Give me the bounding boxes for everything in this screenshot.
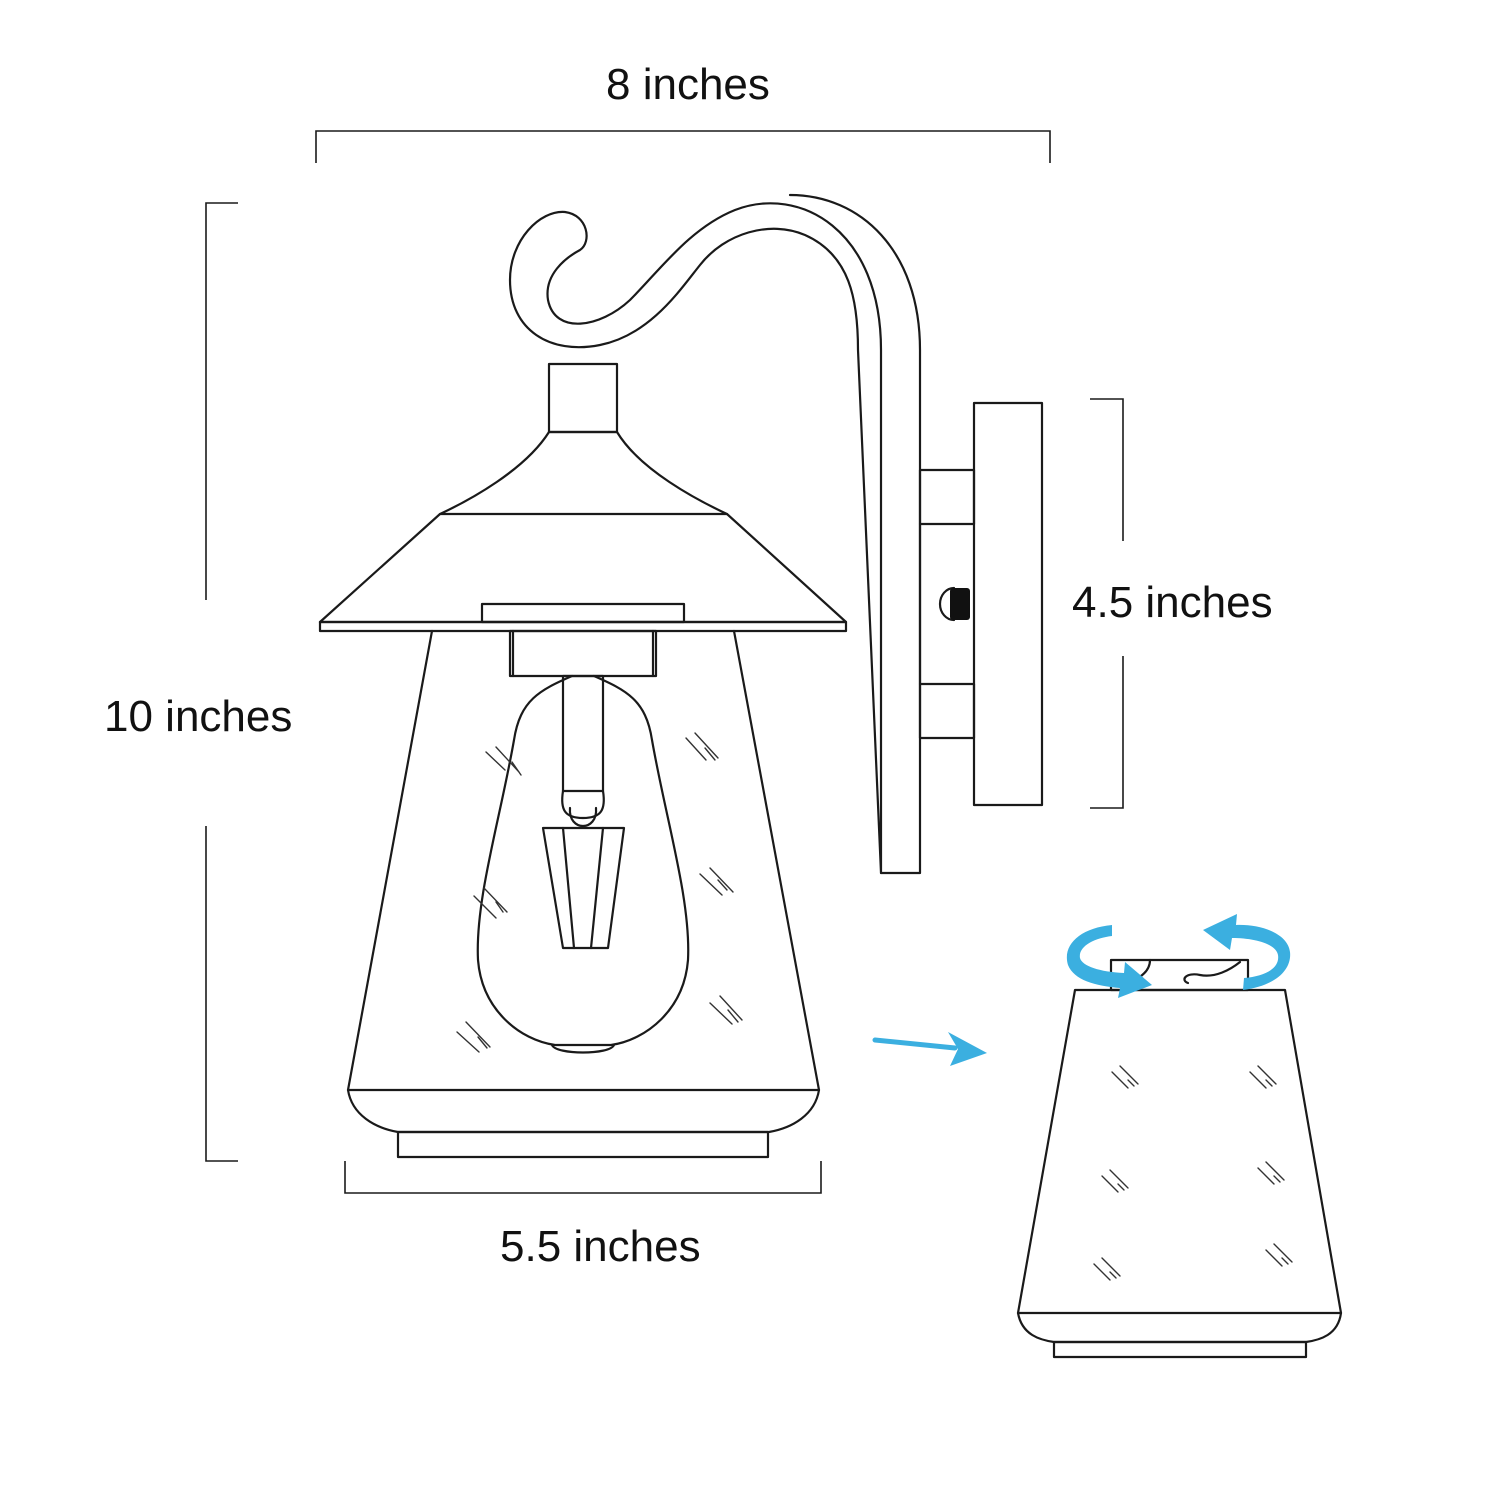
bulb [476,674,690,1054]
backplate-dimension-label: 4.5 inches [1072,578,1273,627]
mounting-screw-icon [938,586,970,622]
width-dimension-bracket [315,130,1051,163]
glass-reflection-marks [456,732,743,1053]
height-dimension-bracket [205,202,238,1162]
lantern-cap [318,362,848,633]
bulb-socket [508,629,658,678]
width-dimension-label: 8 inches [606,60,770,109]
removable-shade-detail [1016,958,1343,1359]
wall-backplate [918,401,1044,807]
detail-arrow-icon [872,1032,987,1066]
glass-shade [346,629,821,1159]
base-dimension-label: 5.5 inches [500,1222,701,1271]
backplate-dimension-bracket [1090,398,1124,809]
base-dimension-bracket [344,1161,822,1194]
height-dimension-label: 10 inches [104,692,293,741]
rotate-arrow-left-icon [1066,925,1152,998]
gooseneck-arm [508,193,922,875]
rotate-arrow-right-icon [1203,914,1291,990]
